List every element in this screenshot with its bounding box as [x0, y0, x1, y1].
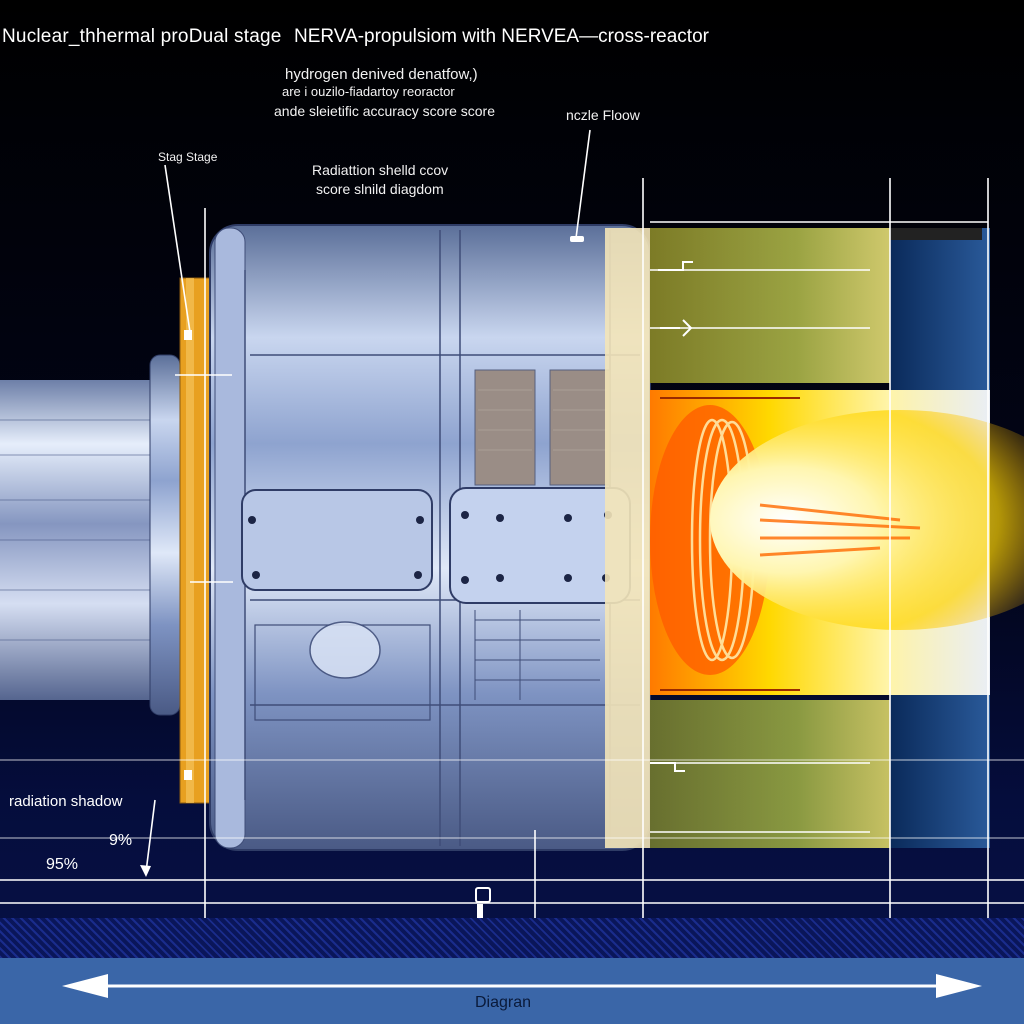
bolted-plate-right [449, 487, 631, 604]
label-reactor: are i ouzilo-fiadartoy reoractor [282, 84, 455, 99]
title-right: NERVA-propulsiom with NERVEA—cross-react… [294, 26, 709, 47]
label-hydrogen: hydrogen denived denatfow,) [285, 66, 478, 83]
bottom-caption: Diagran [475, 994, 532, 1011]
label-nozzle-flow: nczle Floow [566, 107, 640, 123]
label-radiation-shadow: radiation shadow [9, 793, 123, 810]
hatched-band [0, 918, 1024, 958]
sensor-dome [309, 621, 381, 679]
label-stage: Stag Stage [158, 150, 218, 164]
exhaust-plume [710, 410, 1024, 630]
caption-band [0, 958, 1024, 1024]
title-left: Nuclear_thhermal proDual stage [2, 26, 282, 47]
label-shield-2: score slnild diagdom [316, 181, 444, 197]
label-shield-1: Radiattion shelld ccov [312, 162, 449, 178]
label-percent-a: 9% [109, 832, 133, 849]
label-accuracy: ande sleietific accuracy score score [274, 103, 495, 119]
label-percent-b: 95% [46, 856, 79, 873]
bolted-plate-left [241, 489, 433, 591]
